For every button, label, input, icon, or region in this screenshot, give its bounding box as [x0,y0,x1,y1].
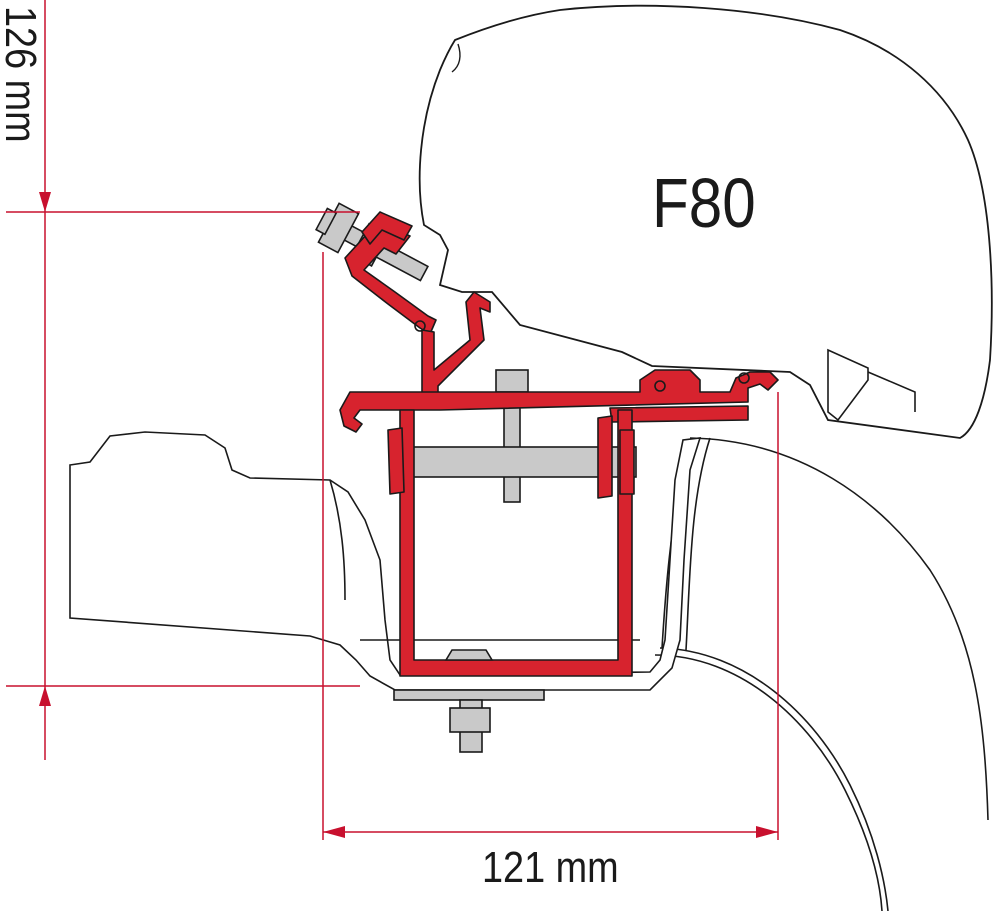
bottom-plate-bar [393,689,545,701]
adapter-left-clamp [387,427,405,495]
vehicle-body-inner-line-2 [659,647,889,911]
height-dimension-label: 126 mm [0,6,45,143]
height-arrow-top [39,192,51,212]
crossbar [389,446,637,478]
vehicle-pillar-line [685,437,711,651]
adapter-clamp-loop [361,211,413,245]
bottom-plate [393,649,545,753]
bolt-head-cap [315,207,338,236]
adapter-right-clamp-2 [619,429,635,495]
bottom-bolt-nut [449,707,491,733]
awning-housing [418,4,993,439]
hook-circle-mid [654,380,666,392]
awning-housing-shape [418,4,993,439]
adapter-hooks [414,320,750,392]
awning-front-cutout [827,348,869,422]
width-dimension-label: 121 mm [482,843,619,892]
dimension-lines [6,0,779,840]
adapter-bracket [339,211,779,677]
awning-top-ridge [451,43,461,73]
adapter-clamp-arm [344,221,437,335]
awning-front-recess [867,371,916,412]
adapter-main-rail [339,369,779,433]
vehicle-body-inner-line [654,654,883,911]
width-arrow-left [323,826,345,838]
hook-circle-right [738,372,750,384]
roof-rail [69,431,702,691]
dimension-arrows [39,192,778,838]
adapter-u-channel [399,409,633,677]
center-bolt-head [495,369,529,393]
bottom-bolt-head [444,649,494,661]
hook-circle-left [414,320,426,332]
vehicle-body-outer-line [689,437,989,821]
center-bolt [495,369,529,503]
awning-model-label: F80 [652,164,756,242]
height-arrow-bottom [39,686,51,706]
adapter-right-clamp [597,415,613,499]
adapter-stem [421,291,491,401]
width-arrow-right [756,826,778,838]
vehicle-roof [654,437,989,911]
